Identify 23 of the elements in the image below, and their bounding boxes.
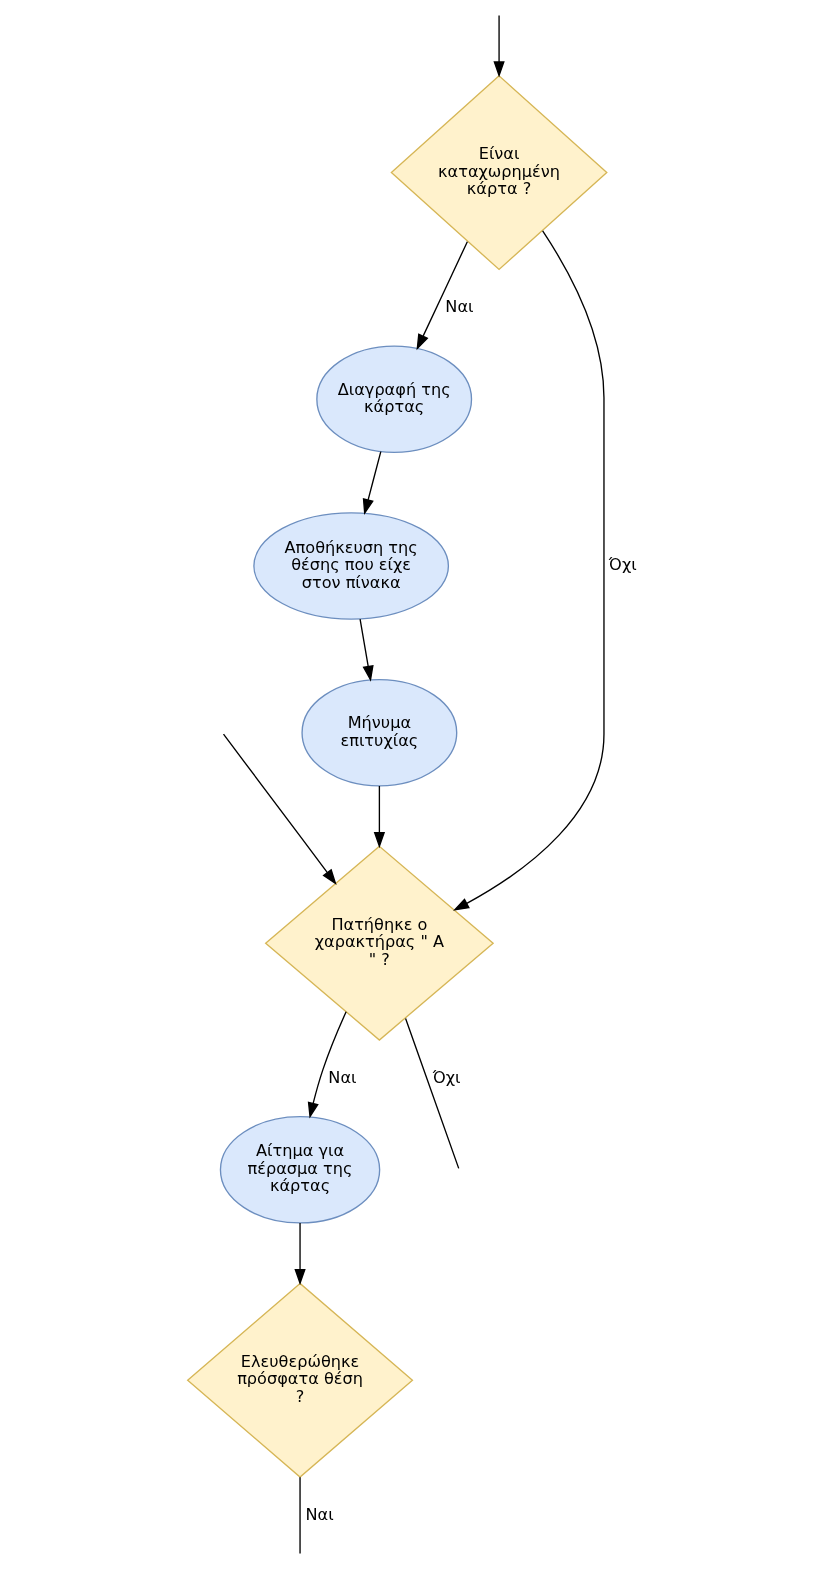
arrow	[493, 14, 505, 78]
node-ellipse: Μήνυμα επιτυχίας	[301, 678, 458, 787]
arrow	[362, 450, 382, 516]
node-diamond: Είναι καταχωρημένη κάρτα ?	[390, 74, 608, 271]
arrow	[373, 785, 386, 849]
edge-label: Ναι	[445, 296, 474, 316]
arrow	[416, 241, 468, 351]
edge-label: Ναι	[328, 1067, 357, 1087]
connector	[404, 1017, 460, 1170]
arrow	[294, 1222, 306, 1286]
node-ellipse: Αίτημα για πέρασμα της κάρτας	[219, 1116, 381, 1224]
edge-label: Όχι	[608, 555, 637, 575]
edge-label: Ναι	[305, 1504, 334, 1524]
arrow	[307, 1011, 347, 1119]
node-diamond: Πατήθηκε ο χαρακτήρας " A " ?	[264, 845, 495, 1041]
connector	[299, 1476, 301, 1555]
node-diamond: Ελευθερώθηκε πρόσφατα θέση ?	[186, 1282, 414, 1478]
node-ellipse: Διαγραφή της κάρτας	[316, 345, 473, 453]
arrow	[222, 733, 337, 885]
arrow	[453, 230, 605, 911]
arrow	[359, 618, 374, 682]
node-ellipse: Αποθήκευση της θέσης που είχε στον πίνακα	[253, 512, 450, 620]
edge-label: Όχι	[432, 1067, 461, 1087]
